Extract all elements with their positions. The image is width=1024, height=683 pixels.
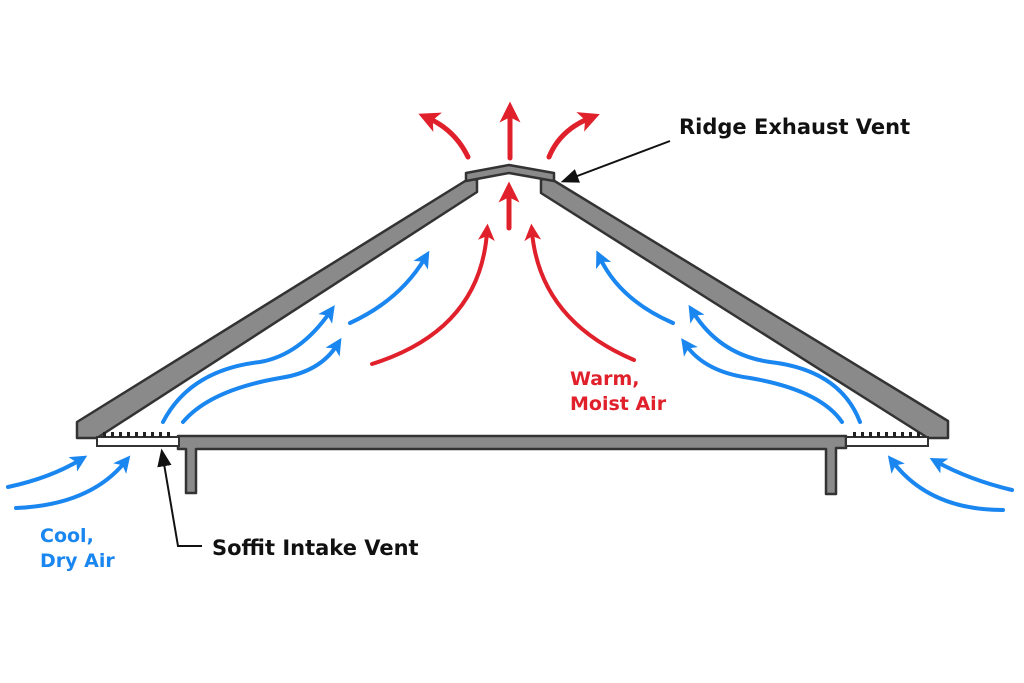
warm-air-label-line1: Warm, (570, 368, 640, 390)
cool-arrow-icon (688, 304, 862, 424)
cool-arrow-icon (181, 337, 342, 424)
cool-arrow-icon (161, 305, 335, 424)
warm-arrow-icon (370, 223, 495, 366)
roof-structure (75, 163, 950, 496)
warm-arrow-icon (418, 112, 471, 160)
warm-air-label-line2: Moist Air (570, 393, 667, 415)
cool-arrow-icon (14, 455, 131, 510)
ridge-exhaust-vent-label: Ridge Exhaust Vent (679, 115, 910, 139)
cool-arrow-icon (887, 455, 1005, 512)
warm-arrow-icon (546, 112, 600, 160)
cool-arrow-icon (6, 455, 88, 489)
ridge-cap (464, 163, 556, 183)
cool-air-label-line1: Cool, (40, 525, 94, 547)
soffit-leader-line (157, 448, 202, 547)
warm-air-arrows (370, 101, 636, 366)
cool-air-label-line2: Dry Air (40, 550, 115, 572)
ridge-leader-line (560, 140, 671, 183)
ceiling-beam (176, 434, 848, 496)
left-rafter (75, 176, 479, 440)
soffit-vent-right (845, 432, 929, 447)
cool-arrow-icon (681, 338, 844, 424)
warm-arrow-icon (524, 223, 636, 362)
cool-arrow-icon (348, 250, 430, 325)
soffit-intake-vent-label: Soffit Intake Vent (212, 536, 419, 560)
cool-air-arrows (6, 250, 1014, 512)
cool-arrow-icon (929, 457, 1014, 492)
cool-arrow-icon (596, 250, 675, 325)
soffit-vent-left (96, 432, 180, 447)
